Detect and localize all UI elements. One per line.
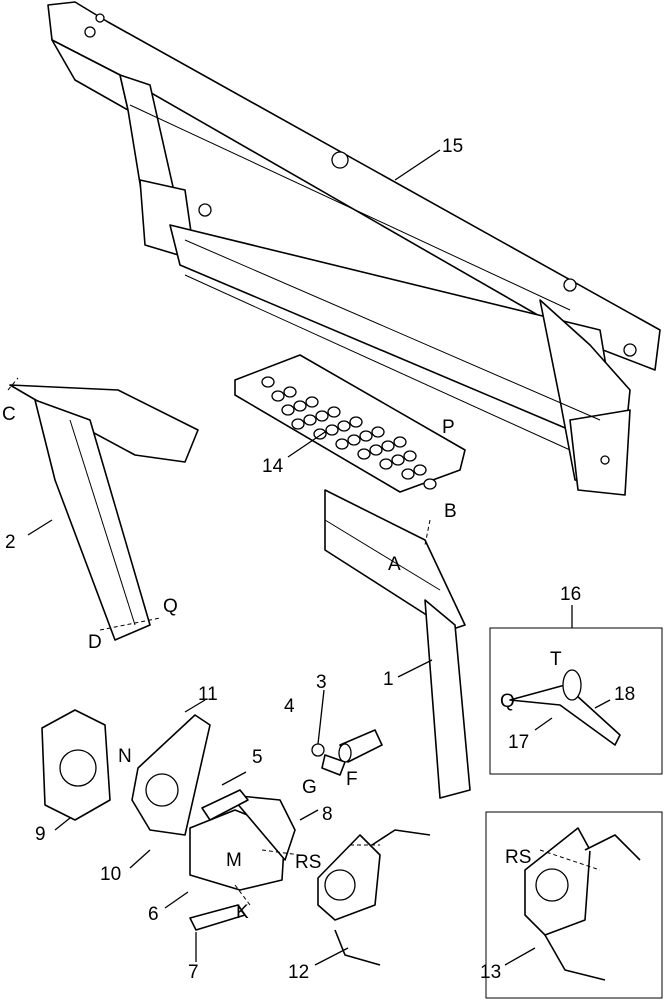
step-plate-hole xyxy=(403,450,417,462)
step-plate-hole xyxy=(337,420,351,432)
ref-letter-Q-inset: Q xyxy=(500,691,515,712)
step-plate-hole xyxy=(369,444,383,456)
callout-15: 15 xyxy=(442,136,463,157)
ref-letter-A: A xyxy=(388,554,401,575)
callout-10: 10 xyxy=(100,864,121,885)
callout-16: 16 xyxy=(560,584,581,605)
mount-part-12 xyxy=(317,829,431,966)
step-plate-hole xyxy=(335,438,349,450)
step-plate-hole xyxy=(313,428,327,440)
frame-part-15 xyxy=(47,1,661,496)
step-plate-hole xyxy=(359,430,373,442)
step-plate-hole xyxy=(293,400,307,412)
callout-8: 8 xyxy=(322,804,333,825)
callout-2: 2 xyxy=(5,532,16,553)
step-plate-hole xyxy=(401,468,415,480)
ref-letter-C: C xyxy=(2,404,16,425)
step-plate-hole xyxy=(271,390,285,402)
callout-1: 1 xyxy=(383,669,394,690)
ref-letter-N: N xyxy=(118,746,132,767)
inset-box-13 xyxy=(485,811,663,999)
step-plate-hole xyxy=(261,376,275,388)
step-plate-hole xyxy=(371,426,385,438)
step-plate-hole xyxy=(349,416,363,428)
ref-letter-G: G xyxy=(302,777,317,798)
callout-labels: 15 14 2 1 16 18 17 11 3 4 5 8 9 10 6 7 1… xyxy=(2,136,635,983)
step-plate-hole xyxy=(283,386,297,398)
step-plate-hole xyxy=(347,434,361,446)
step-plate-part-14 xyxy=(234,354,466,493)
callout-17: 17 xyxy=(508,732,529,753)
callout-18: 18 xyxy=(614,684,635,705)
ref-letter-M: M xyxy=(226,850,242,871)
step-plate-hole xyxy=(357,448,371,460)
callout-14: 14 xyxy=(262,456,284,477)
plate-part-5 xyxy=(201,789,249,821)
callout-13: 13 xyxy=(480,962,501,983)
step-plate-hole xyxy=(291,418,305,430)
step-plate-hole xyxy=(413,464,427,476)
step-plate-hole xyxy=(423,478,437,490)
ref-letter-D: D xyxy=(88,632,102,653)
mount-part-9 xyxy=(41,709,111,821)
bracket-part-2 xyxy=(9,384,199,641)
plate-part-7 xyxy=(189,904,246,931)
step-plate-hole xyxy=(305,396,319,408)
ref-letter-RS: RS xyxy=(295,852,321,873)
callout-5: 5 xyxy=(252,747,263,768)
flange-part-10 xyxy=(131,714,211,836)
inset-box-16 xyxy=(489,627,663,775)
callout-11: 11 xyxy=(198,684,218,705)
clip-part-4 xyxy=(311,743,346,776)
step-plate-hole xyxy=(393,436,407,448)
mount-part-13 xyxy=(524,827,641,981)
step-plate-hole xyxy=(327,406,341,418)
ref-letter-F: F xyxy=(346,769,358,790)
step-plate-hole xyxy=(325,424,339,436)
ref-letter-T: T xyxy=(550,649,562,670)
step-plate-hole xyxy=(379,458,393,470)
callout-12: 12 xyxy=(288,962,309,983)
pin-part-3 xyxy=(338,729,383,763)
callout-9: 9 xyxy=(35,824,46,845)
cover-part-6 xyxy=(189,794,296,891)
ref-letter-B: B xyxy=(444,501,457,522)
ref-letter-P: P xyxy=(442,417,455,438)
ref-letter-RS-inset: RS xyxy=(505,847,531,868)
callout-7: 7 xyxy=(188,962,199,983)
leader-lines xyxy=(7,149,611,966)
ref-letter-Q: Q xyxy=(163,596,178,617)
step-plate-hole xyxy=(391,454,405,466)
step-plate-hole xyxy=(281,404,295,416)
bracket-part-1 xyxy=(324,489,471,799)
step-plate-hole xyxy=(303,414,317,426)
step-plate-hole xyxy=(381,440,395,452)
step-plate-hole xyxy=(315,410,329,422)
ref-letter-K: K xyxy=(236,902,249,923)
callout-4: 4 xyxy=(284,696,295,717)
callout-6: 6 xyxy=(148,904,159,925)
callout-3: 3 xyxy=(316,672,327,693)
hinge-part-17 xyxy=(509,669,621,746)
